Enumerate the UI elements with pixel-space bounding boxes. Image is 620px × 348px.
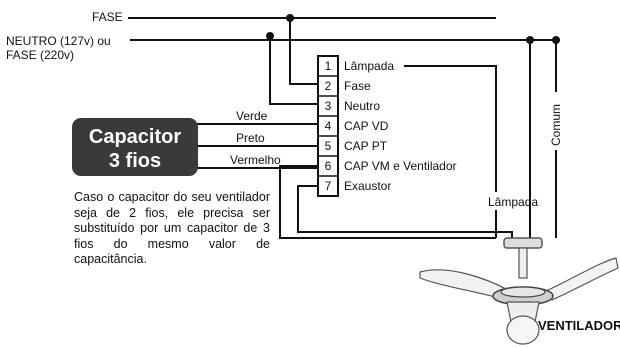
- exaustor-return-wire: [297, 185, 513, 244]
- terminal-7-label: Exaustor: [344, 179, 391, 193]
- neutro-wire-label-line2: FASE (220v): [6, 48, 74, 62]
- capacitor-box: [72, 118, 198, 176]
- capacitor-label-line1: Capacitor: [89, 126, 181, 148]
- lampada-wire: [404, 65, 497, 192]
- ventilador-return-wire: [279, 165, 496, 239]
- neutro-wire-label-line1: NEUTRO (127v) ou: [6, 34, 111, 48]
- terminal-3-number: 3: [325, 99, 332, 113]
- comum-wire-label: Comum: [549, 104, 563, 146]
- terminal-block: [317, 55, 339, 197]
- terminal-4-label: CAP VD: [344, 119, 389, 133]
- terminal-1-number: 1: [325, 59, 332, 73]
- fase-wire-label: FASE: [92, 10, 123, 24]
- terminal-3-label: Neutro: [344, 99, 380, 113]
- terminal-6-label: CAP VM e Ventilador: [344, 159, 457, 173]
- terminal-4-number: 4: [325, 119, 332, 133]
- terminal-5-label: CAP PT: [344, 139, 388, 153]
- terminal-2-number: 2: [325, 79, 332, 93]
- vermelho-wire-label: Vermelho: [230, 153, 281, 167]
- terminal-1-label: Lâmpada: [344, 59, 394, 73]
- terminal-5-number: 5: [325, 139, 332, 153]
- ventilador-label: VENTILADOR: [538, 318, 620, 333]
- ceiling-fan-icon: [419, 237, 619, 345]
- lampada-wire-label: Lâmpada: [488, 195, 538, 209]
- terminal-6-number: 6: [325, 159, 332, 173]
- preto-wire-label: Preto: [236, 131, 265, 145]
- fase-to-terminal-2: [289, 18, 318, 85]
- terminal-7-number: 7: [325, 179, 332, 193]
- capacitor-note: Caso o capacitor do seu ventilador seja …: [74, 190, 270, 267]
- neutro-to-terminal-3: [269, 36, 318, 105]
- terminal-2-label: Fase: [344, 79, 371, 93]
- verde-wire-label: Verde: [236, 109, 268, 123]
- capacitor-label-line2: 3 fios: [109, 150, 161, 172]
